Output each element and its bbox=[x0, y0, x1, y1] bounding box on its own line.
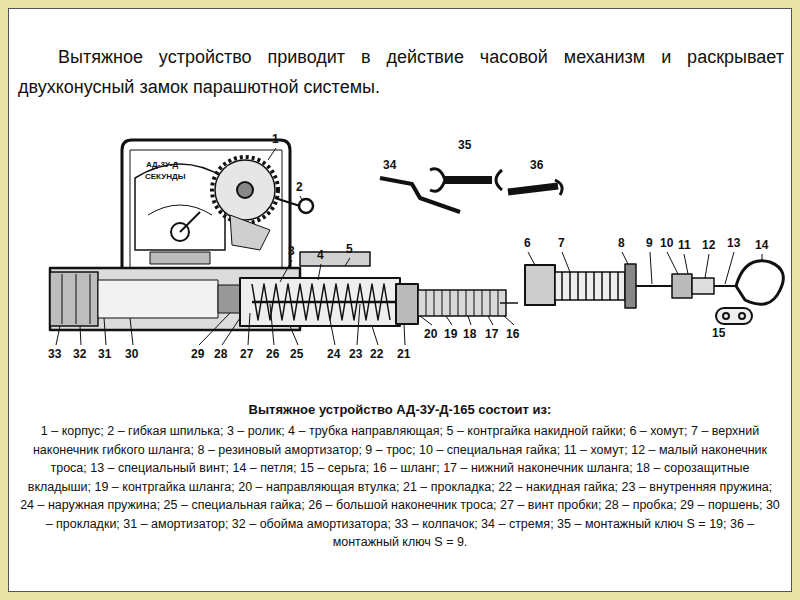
callout-number: 25 bbox=[290, 347, 303, 361]
callout-number: 22 bbox=[370, 347, 383, 361]
callout-number: 1 bbox=[272, 132, 279, 146]
callout-number: 18 bbox=[463, 327, 476, 341]
callout-number: 11 bbox=[678, 238, 691, 252]
callout-number: 13 bbox=[727, 236, 740, 250]
callout-number: 17 bbox=[485, 327, 498, 341]
heading-text: Вытяжное устройство приводит в действие … bbox=[18, 42, 784, 102]
callout-number: 5 bbox=[346, 242, 353, 256]
parts-list: 1 – корпус; 2 – гибкая шпилька; 3 – роли… bbox=[20, 422, 780, 552]
callout-number: 8 bbox=[618, 236, 625, 250]
callout-number: 24 bbox=[327, 347, 340, 361]
callout-number: 10 bbox=[660, 236, 673, 250]
callout-number: 34 bbox=[383, 158, 396, 172]
callout-number: 21 bbox=[397, 347, 410, 361]
callout-number: 12 bbox=[702, 238, 715, 252]
callout-number: 30 bbox=[125, 347, 138, 361]
callout-number: 19 bbox=[444, 327, 457, 341]
callout-number: 35 bbox=[458, 138, 471, 152]
callout-number: 31 bbox=[98, 347, 111, 361]
callout-number: 16 bbox=[506, 327, 519, 341]
callout-number: 36 bbox=[530, 158, 543, 172]
callout-number: 23 bbox=[349, 347, 362, 361]
dial-text: АД-3У-Д bbox=[146, 160, 178, 169]
callout-number: 2 bbox=[296, 180, 303, 194]
callout-number: 33 bbox=[48, 347, 61, 361]
callout-number: 9 bbox=[646, 236, 653, 250]
callout-number: 6 bbox=[524, 236, 531, 250]
callout-number: 14 bbox=[755, 238, 768, 252]
callout-number: 20 bbox=[424, 327, 437, 341]
caption-heading: Вытяжное устройство АД-3У-Д-165 состоит … bbox=[20, 402, 780, 417]
callout-number: 28 bbox=[214, 347, 227, 361]
callout-number: 27 bbox=[240, 347, 253, 361]
callout-number: 26 bbox=[266, 347, 279, 361]
callout-number: 3 bbox=[288, 244, 295, 258]
callout-number: 15 bbox=[712, 326, 725, 340]
callout-number: 29 bbox=[191, 347, 204, 361]
callout-number: 4 bbox=[317, 248, 324, 262]
dial-text: СЕКУНДЫ bbox=[145, 172, 185, 181]
callout-number: 32 bbox=[73, 347, 86, 361]
callout-number: 7 bbox=[558, 236, 565, 250]
